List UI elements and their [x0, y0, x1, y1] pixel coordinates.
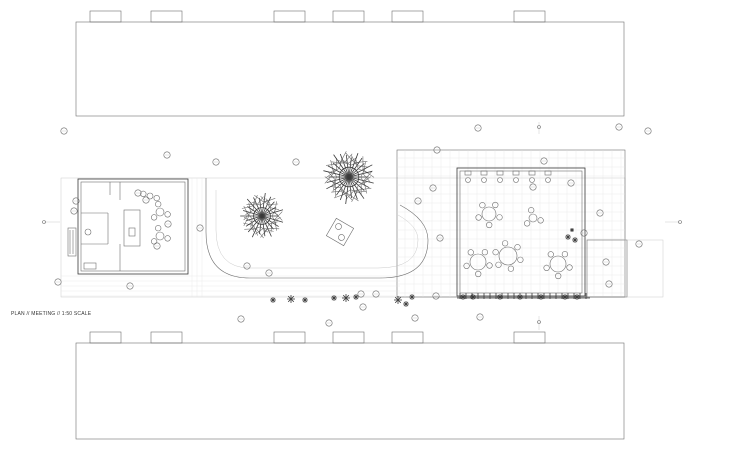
person-figure	[212, 158, 220, 166]
table-with-chairs	[543, 251, 573, 280]
person-figure	[580, 229, 588, 237]
paved-courtyard	[60, 149, 626, 298]
tree	[240, 192, 284, 239]
shrub	[403, 301, 409, 307]
shrub	[331, 295, 337, 301]
shrub	[538, 294, 544, 300]
person-figure	[237, 315, 245, 323]
person-figure	[596, 209, 604, 217]
people-figures	[54, 123, 652, 327]
person-figure	[540, 157, 548, 165]
person-figure	[432, 292, 440, 300]
person-figure	[243, 262, 251, 270]
table-with-chairs	[140, 190, 160, 202]
chair	[528, 170, 536, 183]
axis-markers	[42, 122, 682, 330]
shrub	[342, 294, 350, 302]
person-figure	[644, 127, 652, 135]
shrub	[270, 297, 276, 303]
chair	[464, 170, 472, 183]
person-figure	[567, 179, 575, 187]
person-figure	[529, 183, 537, 191]
table-with-chairs	[463, 249, 493, 278]
tree	[323, 151, 375, 205]
shrub	[460, 294, 466, 300]
person-figure	[60, 127, 68, 135]
chair	[512, 170, 520, 183]
person-figure	[265, 269, 273, 277]
person-figure	[605, 280, 613, 288]
person-figure	[602, 258, 610, 266]
planting	[270, 228, 580, 307]
seating	[140, 170, 587, 299]
shrub	[562, 294, 568, 300]
shrub	[409, 294, 415, 300]
shrub	[574, 294, 580, 300]
person-figure	[196, 224, 204, 232]
person-figure	[474, 124, 482, 132]
west-pavilion	[67, 178, 189, 275]
person-figure	[72, 197, 80, 205]
shrub	[302, 297, 308, 303]
person-figure	[359, 303, 367, 311]
shrub	[497, 294, 503, 300]
person-figure	[54, 278, 62, 286]
person-figure	[164, 220, 172, 228]
table-with-chairs	[475, 201, 503, 229]
shrub	[394, 296, 402, 304]
shrub	[287, 295, 295, 303]
courtyard-table	[325, 217, 355, 247]
person-figure	[134, 189, 142, 197]
shrub	[572, 237, 578, 243]
shrub	[517, 294, 523, 300]
person-figure	[429, 184, 437, 192]
shrub	[570, 228, 574, 232]
person-figure	[357, 290, 365, 298]
person-figure	[142, 196, 150, 204]
chair	[480, 170, 488, 183]
chair	[544, 170, 552, 183]
table-with-chairs	[492, 240, 524, 272]
person-figure	[414, 197, 422, 205]
person-figure	[635, 240, 643, 248]
chair	[496, 170, 504, 183]
table-with-chairs	[151, 201, 171, 221]
person-figure	[476, 313, 484, 321]
plan-caption: PLAN // MEETING // 1:50 SCALE	[11, 311, 92, 317]
curved-pathway	[205, 178, 429, 279]
table-with-chairs	[151, 225, 171, 245]
person-figure	[615, 123, 623, 131]
person-figure	[126, 282, 134, 290]
person-figure	[433, 146, 441, 154]
shrub	[470, 294, 476, 300]
person-figure	[163, 151, 171, 159]
person-figure	[436, 234, 444, 242]
shrub	[565, 234, 571, 240]
person-figure	[70, 207, 78, 215]
table-with-chairs	[523, 207, 544, 227]
top-building	[75, 10, 625, 117]
person-figure	[325, 319, 333, 327]
bottom-building	[75, 331, 625, 440]
person-figure	[372, 290, 380, 298]
person-figure	[153, 242, 161, 250]
trees	[240, 151, 375, 239]
person-figure	[411, 314, 419, 322]
person-figure	[292, 158, 300, 166]
